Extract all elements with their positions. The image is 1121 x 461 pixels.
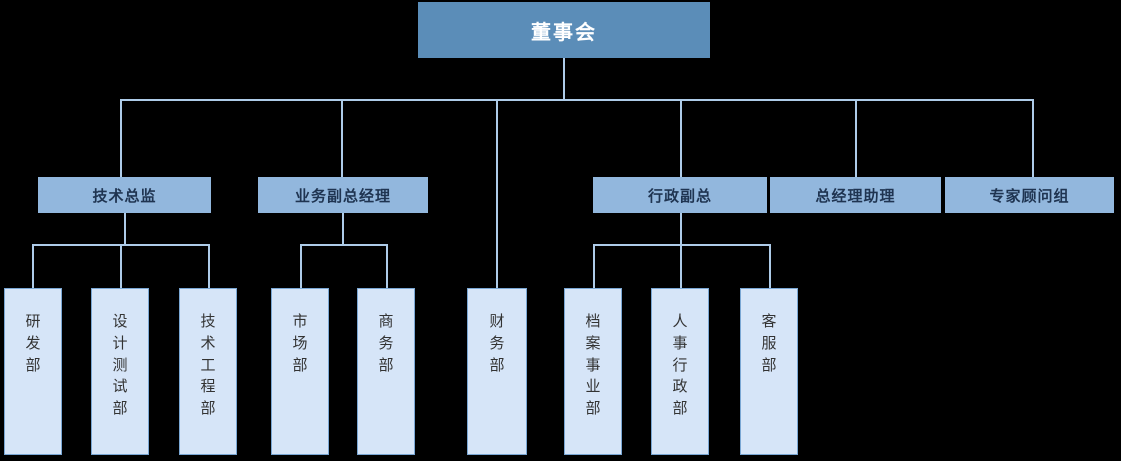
org-node-label-vertical: 技术工程部 <box>200 313 216 417</box>
org-node-label-vertical: 商务部 <box>378 313 394 374</box>
connector-bus-to-tech <box>120 99 122 177</box>
org-node-design-test-dept[interactable]: 设计测试部 <box>91 288 149 455</box>
org-node-label: 业务副总经理 <box>294 187 391 205</box>
org-node-label: 董事会 <box>531 21 597 44</box>
org-node-market-dept[interactable]: 市场部 <box>271 288 329 455</box>
org-node-label: 总经理助理 <box>815 187 896 205</box>
connector-tech-stem <box>124 213 126 245</box>
org-node-board[interactable]: 董事会 <box>418 2 710 58</box>
connector-admin-stem <box>680 213 682 245</box>
org-node-customer-service-dept[interactable]: 客服部 <box>740 288 798 455</box>
connector-admin-bus <box>593 244 771 246</box>
connector-admin-to-service <box>769 244 771 288</box>
org-node-expert-group[interactable]: 专家顾问组 <box>945 177 1114 213</box>
org-node-label-vertical: 档案事业部 <box>585 313 601 417</box>
org-node-tech-director[interactable]: 技术总监 <box>38 177 211 213</box>
connector-business-to-commerce <box>386 244 388 288</box>
connector-business-bus <box>300 244 388 246</box>
org-node-label: 行政副总 <box>647 187 712 205</box>
org-node-label-vertical: 财务部 <box>489 313 505 374</box>
org-node-admin-vp[interactable]: 行政副总 <box>593 177 767 213</box>
org-node-finance-dept[interactable]: 财务部 <box>467 288 527 455</box>
org-node-label-vertical: 人事行政部 <box>672 313 688 417</box>
org-node-commerce-dept[interactable]: 商务部 <box>357 288 415 455</box>
connector-root-stem <box>563 58 565 100</box>
connector-bus-to-expert <box>1032 99 1034 177</box>
org-node-business-vp[interactable]: 业务副总经理 <box>258 177 428 213</box>
org-node-archive-business-dept[interactable]: 档案事业部 <box>564 288 622 455</box>
org-node-gm-assistant[interactable]: 总经理助理 <box>770 177 941 213</box>
org-node-hr-admin-dept[interactable]: 人事行政部 <box>651 288 709 455</box>
connector-admin-to-archive <box>593 244 595 288</box>
connector-tech-to-rd <box>32 244 34 288</box>
connector-business-stem <box>342 213 344 245</box>
connector-bus-to-finance <box>496 99 498 288</box>
org-node-label: 技术总监 <box>92 187 157 205</box>
org-node-tech-engineering-dept[interactable]: 技术工程部 <box>179 288 237 455</box>
org-node-rd-dept[interactable]: 研发部 <box>4 288 62 455</box>
org-node-label-vertical: 研发部 <box>25 313 41 374</box>
connector-tech-to-engineering <box>208 244 210 288</box>
org-node-label-vertical: 客服部 <box>761 313 777 374</box>
org-node-label: 专家顾问组 <box>989 187 1070 205</box>
connector-admin-to-hr <box>680 244 682 288</box>
connector-bus-to-business <box>341 99 343 177</box>
connector-bus-to-assistant <box>855 99 857 177</box>
connector-level2-bus <box>120 99 1033 101</box>
connector-business-to-market <box>300 244 302 288</box>
org-node-label-vertical: 设计测试部 <box>112 313 128 417</box>
connector-bus-to-admin <box>680 99 682 177</box>
connector-tech-to-design <box>120 244 122 288</box>
org-node-label-vertical: 市场部 <box>292 313 308 374</box>
